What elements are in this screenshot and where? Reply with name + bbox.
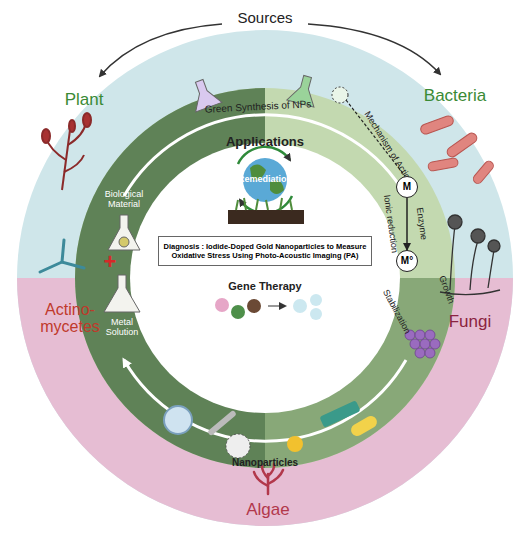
metal-circle: M° xyxy=(396,250,418,272)
metal-circle: M xyxy=(396,176,418,198)
diagnosis-box: Diagnosis : Iodide-Doped Gold Nanopartic… xyxy=(158,236,372,266)
illustration-part xyxy=(42,129,50,143)
source-label: Actino- mycetes xyxy=(33,301,107,336)
illustration-part xyxy=(425,330,435,340)
illustration-part xyxy=(119,237,129,247)
illustration-part xyxy=(310,308,322,320)
illustration-part xyxy=(332,87,348,103)
illustration-part xyxy=(236,198,292,210)
illustration-part xyxy=(450,225,455,290)
illustration-part xyxy=(488,240,500,252)
illustration-part xyxy=(471,229,485,243)
nanoparticle-shapes xyxy=(164,400,379,458)
application-label: Gene Therapy xyxy=(210,280,320,292)
process-arrow xyxy=(406,198,408,250)
inner-circle xyxy=(130,143,400,413)
source-label: Fungi xyxy=(435,313,505,332)
source-label: Plant xyxy=(44,91,124,110)
illustration-part xyxy=(488,250,494,288)
source-label: Algae xyxy=(233,501,303,520)
illustration-part xyxy=(228,210,304,224)
bacteria-icon xyxy=(419,114,495,185)
illustration-part xyxy=(448,215,462,229)
gene-therapy-dots xyxy=(215,294,322,320)
illustration-part xyxy=(226,434,250,458)
illustration-part xyxy=(310,294,322,306)
algae-icon xyxy=(254,464,283,494)
plant-icon xyxy=(42,113,91,190)
application-label: Remediation xyxy=(225,175,305,185)
illustration-part xyxy=(247,299,261,313)
illustration-part xyxy=(108,215,140,250)
illustration-part xyxy=(419,114,454,135)
plus-symbol: + xyxy=(100,250,120,274)
middle-ring xyxy=(75,88,455,468)
section-heading: Applications xyxy=(210,135,320,149)
illustration-part xyxy=(83,113,91,127)
illustration-part xyxy=(319,400,360,428)
illustration-part xyxy=(268,305,285,306)
actinomycetes-icon xyxy=(40,240,84,272)
heading-label: Sources xyxy=(205,10,325,27)
soil-icon xyxy=(228,198,304,224)
ring-label: Metal Solution xyxy=(97,318,147,338)
illustration-part xyxy=(238,147,290,164)
illustration-part xyxy=(472,159,496,185)
illustration-part xyxy=(430,339,440,349)
illustration-part xyxy=(207,410,237,436)
outer-ring xyxy=(17,30,513,526)
illustration-part xyxy=(75,88,455,468)
illustration-part xyxy=(287,436,303,452)
illustration-part xyxy=(445,131,479,159)
illustration-part xyxy=(69,120,75,132)
illustration-part xyxy=(425,348,435,358)
illustration-part xyxy=(100,24,222,76)
illustration-part xyxy=(64,155,84,172)
circle-text: M xyxy=(403,181,411,193)
ring-label: Nanoparticles xyxy=(215,457,315,468)
illustration-part xyxy=(215,298,229,312)
illustration-part xyxy=(293,299,307,313)
illustration-part xyxy=(308,24,440,74)
illustration-part xyxy=(62,240,64,262)
fungi-icon xyxy=(440,215,500,295)
source-arrows xyxy=(100,24,440,76)
source-label: Bacteria xyxy=(410,87,500,106)
illustration-part xyxy=(349,414,379,438)
illustration-part xyxy=(410,339,420,349)
circle-text: M° xyxy=(401,255,413,267)
illustration-part xyxy=(104,275,140,312)
ring-label: Biological Material xyxy=(94,190,154,210)
illustration-part xyxy=(428,157,459,171)
box-text: Diagnosis : Iodide-Doped Gold Nanopartic… xyxy=(163,242,367,260)
illustration-part xyxy=(164,406,192,434)
illustration-part xyxy=(17,30,513,526)
illustration-part xyxy=(415,330,425,340)
illustration-part xyxy=(231,305,245,319)
illustration-part xyxy=(470,240,478,290)
illustration-part xyxy=(420,339,430,349)
illustration-part xyxy=(415,348,425,358)
